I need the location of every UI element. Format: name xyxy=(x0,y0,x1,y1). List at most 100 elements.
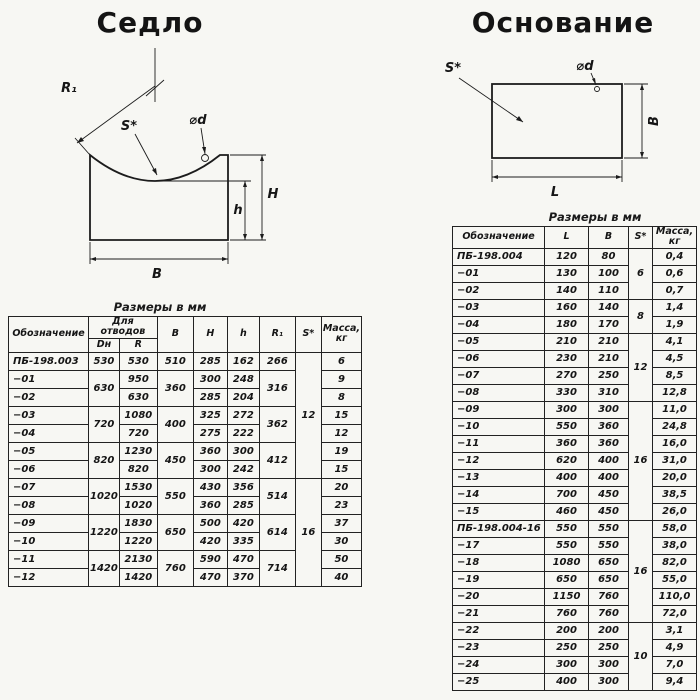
table-cell: 40 xyxy=(320,567,363,587)
hole-dia-label: ⌀d xyxy=(576,59,594,74)
table-cell: 1,9 xyxy=(652,315,697,334)
table-cell: 100 xyxy=(588,264,629,283)
table-cell: 470 xyxy=(192,567,228,587)
designation-cell: −10 xyxy=(8,531,89,551)
table-cell: 272 xyxy=(226,405,260,425)
table-cell: 15 xyxy=(320,459,363,479)
table-cell: 250 xyxy=(588,638,629,657)
designation-cell: −04 xyxy=(8,423,89,443)
col-header-l: L xyxy=(544,226,589,249)
table-cell: 11,0 xyxy=(652,400,697,419)
thickness-label: S* xyxy=(445,61,461,76)
table-cell: 20 xyxy=(320,477,363,497)
table-cell: 210 xyxy=(544,332,589,351)
table-cell: 15 xyxy=(320,405,363,425)
designation-cell: −12 xyxy=(8,567,89,587)
table-cell: 550 xyxy=(544,519,589,538)
designation-cell: −08 xyxy=(8,495,89,515)
table-cell: 4,1 xyxy=(652,332,697,351)
table-cell: 720 xyxy=(88,405,120,443)
table-cell: 760 xyxy=(588,604,629,623)
table-cell: 550 xyxy=(588,519,629,538)
table-cell: 530 xyxy=(118,351,158,371)
designation-cell: −06 xyxy=(8,459,89,479)
table-cell: 0,6 xyxy=(652,264,697,283)
table-cell: 510 xyxy=(156,351,194,371)
table-cell: 285 xyxy=(226,495,260,515)
table-cell: 360 xyxy=(156,369,194,407)
designation-cell: ПБ-198.004 xyxy=(452,247,545,266)
table-cell: 12 xyxy=(320,423,363,443)
table-cell: 266 xyxy=(258,351,296,371)
table-cell: 590 xyxy=(192,549,228,569)
table-cell: 82,0 xyxy=(652,553,697,572)
dim-B-label: B xyxy=(152,267,162,282)
table-cell: 200 xyxy=(544,621,589,640)
table-cell: 16 xyxy=(628,519,653,623)
table-cell: 760 xyxy=(156,549,194,587)
dimension-h: h xyxy=(158,180,251,240)
table-cell: 550 xyxy=(544,417,589,436)
table-cell: 720 xyxy=(118,423,158,443)
designation-cell: −25 xyxy=(452,672,545,691)
designation-cell: −17 xyxy=(452,536,545,555)
table-cell: 222 xyxy=(226,423,260,443)
table-cell: 31,0 xyxy=(652,451,697,470)
table-cell: 650 xyxy=(156,513,194,551)
table-cell: 500 xyxy=(192,513,228,533)
table-cell: 230 xyxy=(544,349,589,368)
table-cell: 170 xyxy=(588,315,629,334)
col-header-b: B xyxy=(588,226,629,249)
saddle-table-header: Обозначение Для отводов B H h R₁ S* Масс… xyxy=(8,316,363,353)
table-cell: 316 xyxy=(258,369,296,407)
table-cell: 400 xyxy=(588,468,629,487)
table-cell: 140 xyxy=(588,298,629,317)
table-cell: 55,0 xyxy=(652,570,697,589)
table-cell: 300 xyxy=(544,655,589,674)
designation-cell: −22 xyxy=(452,621,545,640)
table-cell: 0,7 xyxy=(652,281,697,300)
designation-cell: −14 xyxy=(452,485,545,504)
table-cell: 285 xyxy=(192,351,228,371)
table-cell: 330 xyxy=(544,383,589,402)
col-header-dn: Dн xyxy=(88,337,120,353)
table-cell: 270 xyxy=(544,366,589,385)
table-cell: 16 xyxy=(628,400,653,521)
dim-H-label: H xyxy=(268,187,279,202)
table-cell: 204 xyxy=(226,387,260,407)
table-cell: 614 xyxy=(258,513,296,551)
table-cell: 3,1 xyxy=(652,621,697,640)
table-cell: 550 xyxy=(588,536,629,555)
hole-dia-leader: ⌀d xyxy=(576,59,600,92)
table-cell: 1020 xyxy=(88,477,120,515)
table-cell: 550 xyxy=(156,477,194,515)
saddle-dimensions-table: Обозначение Для отводов B H h R₁ S* Масс… xyxy=(8,316,363,587)
designation-cell: −10 xyxy=(452,417,545,436)
col-header-bends-group: Для отводов xyxy=(88,316,158,339)
table-cell: 412 xyxy=(258,441,296,479)
designation-cell: −15 xyxy=(452,502,545,521)
dim-h-label: h xyxy=(233,203,242,218)
table-cell: 300 xyxy=(588,400,629,419)
table-cell: 2130 xyxy=(118,549,158,569)
designation-cell: −19 xyxy=(452,570,545,589)
col-header-designation: Обозначение xyxy=(8,316,89,353)
col-header-s: S* xyxy=(294,316,322,353)
table-cell: 210 xyxy=(588,332,629,351)
table-cell: 300 xyxy=(544,400,589,419)
table-cell: 1220 xyxy=(118,531,158,551)
designation-cell: −09 xyxy=(452,400,545,419)
table-cell: 110,0 xyxy=(652,587,697,606)
base-section-title: Основание xyxy=(471,6,655,39)
